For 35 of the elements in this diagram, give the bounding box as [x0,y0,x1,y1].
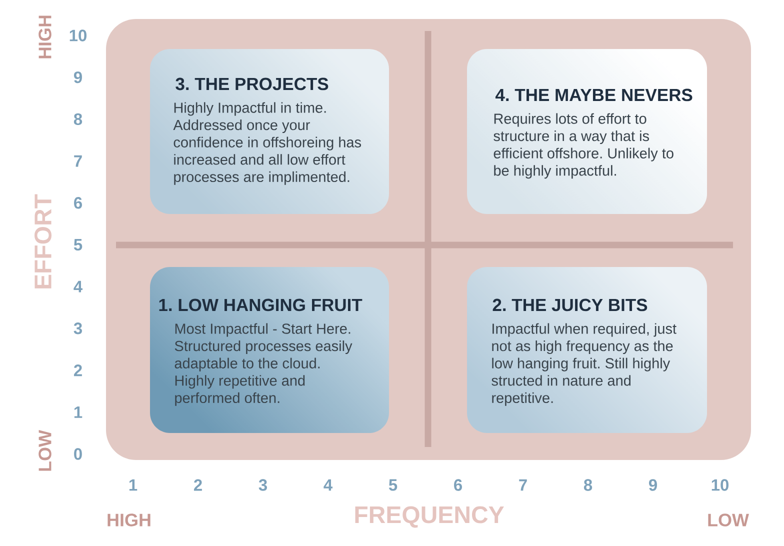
axis-end-label: HIGH [38,16,52,58]
tick-label: 2 [74,364,82,376]
axis-end-label: LOW [708,514,749,526]
axis-title: FREQUENCY [355,506,504,528]
box-text: Requires lots of effort to structure in a way that is efficient offshore. Unlikely to be highly impactful. [494,113,674,179]
tick-label: 7 [74,155,82,167]
tick-label: 4 [74,280,82,292]
tick-label: 6 [74,197,82,209]
tick-label: 8 [584,479,592,491]
box-heading: 2. THE JUICY BITS [492,298,648,312]
axis-title: EFFORT [34,194,52,288]
tick-label: 5 [388,479,398,491]
tick-label: 10 [70,30,86,42]
box-text: Most Impactful - Start Here. Structured processes easily adaptable to the cloud. Highly repetitive and performed often. [174,323,352,406]
axis-end-label: HIGH [108,514,150,526]
tick-label: 3 [258,479,267,491]
tick-label: 1 [74,406,82,418]
box-heading: 4. THE MAYBE NEVERS [495,88,692,102]
tick-label: 10 [712,479,728,491]
axis-end-label: LOW [38,430,52,471]
tick-label: 2 [194,479,202,491]
tick-label: 9 [648,479,657,491]
tick-label: 9 [74,71,82,84]
tick-label: 8 [74,113,82,126]
tick-label: 3 [74,322,82,334]
box-text: Impactful when required, just not as high frequency as the low hanging fruit. Still highly structed in nature and repetitive. [492,323,676,406]
tick-label: 4 [324,479,332,491]
tick-label: 0 [74,448,82,460]
box-text: Highly Impactful in time. Addressed once your confidence in offshoreing has increased and all low effort processes are implimented. [173,102,361,185]
box-heading: 1. LOW HANGING FRUIT [159,298,362,312]
tick-label: 6 [454,479,462,491]
tick-label: 5 [74,239,82,251]
box-heading: 3. THE PROJECTS [176,78,328,90]
tick-label: 1 [129,479,138,491]
tick-label: 7 [519,479,527,491]
